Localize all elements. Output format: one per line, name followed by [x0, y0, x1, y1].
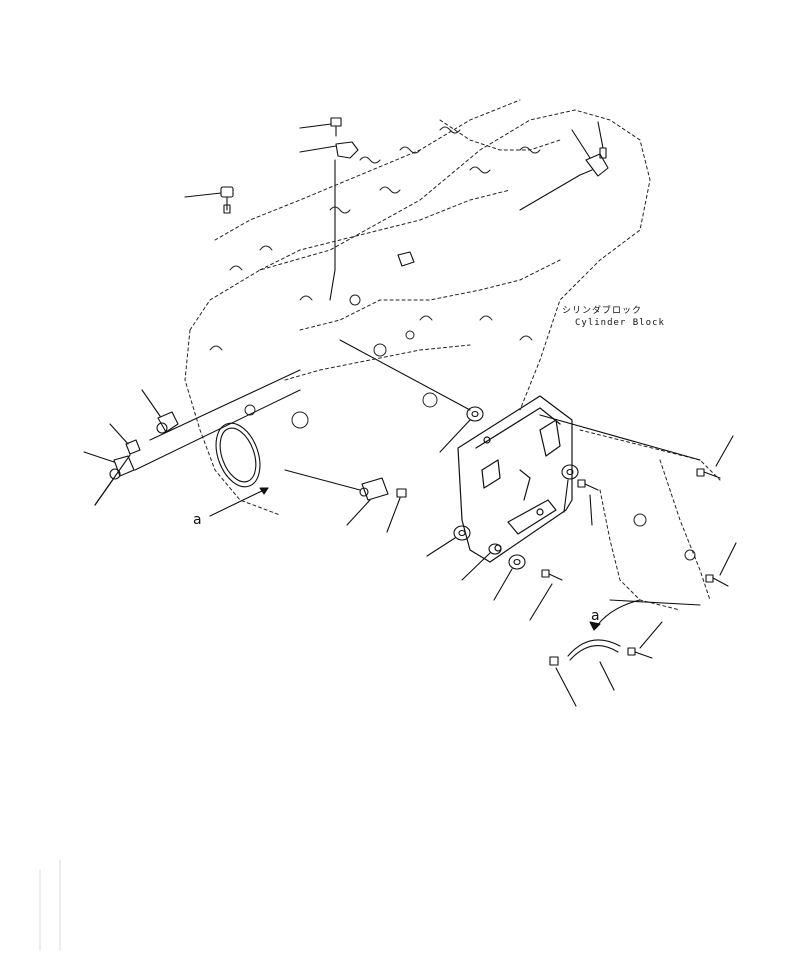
temperature-sensor: [184, 186, 234, 214]
cam-sensor-top: [299, 141, 359, 159]
speed-sensor: [346, 477, 389, 526]
ref-arrow-a-right: [589, 599, 641, 631]
fitting-left: [109, 423, 141, 455]
ref-arrow-a-left: [209, 487, 269, 517]
bolt-ecu-2: [529, 569, 563, 621]
connector-mid: [397, 251, 415, 267]
mount-2: [561, 464, 579, 513]
mount-4: [493, 554, 526, 601]
harness-clamp: [567, 639, 621, 691]
bolt-bottom-right: [627, 621, 663, 659]
cylinder-block-label-en: Cylinder Block: [575, 318, 665, 328]
ref-label-a-right: a: [591, 608, 600, 624]
bolt-bottom: [549, 656, 577, 707]
elbow-sensor: [83, 451, 135, 480]
harness-lines: [134, 159, 701, 606]
bolt-right-1: [696, 435, 734, 479]
gasket-ring: [215, 422, 261, 488]
leader-bundle-left: [94, 454, 131, 506]
mount-3: [426, 525, 471, 557]
mount-5: [461, 543, 502, 581]
bolt-ecu-1: [577, 479, 599, 526]
cylinder-block-label-jp: シリンダブロック: [562, 306, 643, 316]
small-bolt: [386, 488, 407, 533]
scan-mark: [39, 859, 61, 951]
block-detail-marks: [209, 126, 696, 561]
pressure-sensor-left: [141, 389, 179, 434]
ref-label-a-left: a: [193, 512, 202, 528]
mount-1: [439, 406, 484, 453]
top-bolt: [299, 117, 342, 137]
cylinder-block: [184, 99, 721, 611]
sensor-right-top: [571, 121, 609, 177]
bolt-right-2: [705, 542, 737, 587]
